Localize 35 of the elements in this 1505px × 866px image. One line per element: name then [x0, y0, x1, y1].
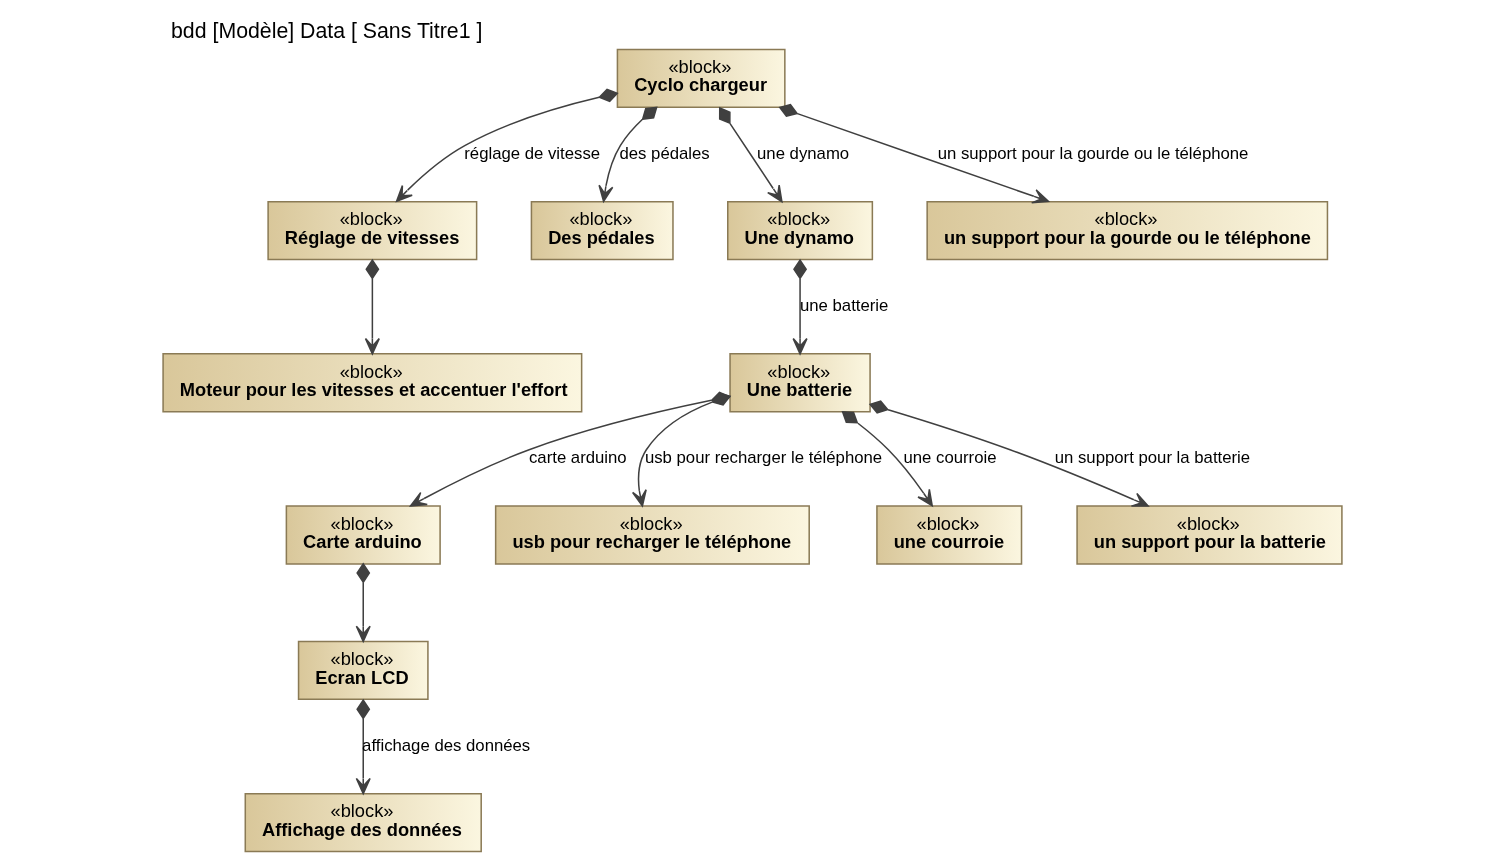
edge-label: carte arduino: [529, 448, 627, 468]
node-box: «block» Moteur pour les vitesses et accentuer l'effort: [162, 353, 583, 413]
edge-label: usb pour recharger le téléphone: [644, 448, 883, 468]
edge-label: un support pour la gourde ou le téléphone: [937, 143, 1249, 163]
arrow: [364, 258, 380, 355]
arrow: [841, 411, 933, 507]
arrow: [718, 106, 783, 203]
node-box: «block» un support pour la gourde ou le téléphone: [926, 200, 1329, 261]
node-box: «block» usb pour recharger le téléphone: [494, 505, 810, 565]
arrow: [409, 391, 732, 507]
node-box: «block» une courroie: [876, 505, 1023, 565]
edge-label: une courroie: [903, 448, 997, 468]
edge-label: une batterie: [800, 295, 889, 315]
node-box: «block» un support pour la batterie: [1076, 505, 1343, 565]
arrow: [778, 103, 1050, 204]
node-box: «block» Une dynamo: [727, 200, 874, 261]
diagram-title: bdd [Modèle] Data [ Sans Titre1 ]: [171, 18, 483, 43]
arrow: [868, 400, 1149, 507]
edge-label: un support pour la batterie: [1054, 448, 1251, 468]
arrow: [355, 562, 371, 643]
arrow: [355, 698, 371, 795]
node-box: «block» Ecran LCD: [297, 640, 429, 701]
node-box: «block» Réglage de vitesses: [267, 200, 478, 261]
node-box: «block» Carte arduino: [285, 505, 441, 565]
node-box: «block» Cyclo chargeur: [616, 48, 786, 109]
arrow: [395, 88, 619, 203]
arrow: [792, 258, 808, 355]
node-box: «block» Affichage des données: [244, 792, 482, 853]
edge-label: des pédales: [619, 143, 710, 163]
arrow: [631, 392, 732, 507]
edge-label: une dynamo: [757, 143, 850, 163]
node-box: «block» Une batterie: [729, 353, 871, 413]
edge-label: réglage de vitesse: [464, 143, 601, 163]
arrow: [598, 106, 658, 203]
node-box: «block» Des pédales: [530, 200, 674, 261]
